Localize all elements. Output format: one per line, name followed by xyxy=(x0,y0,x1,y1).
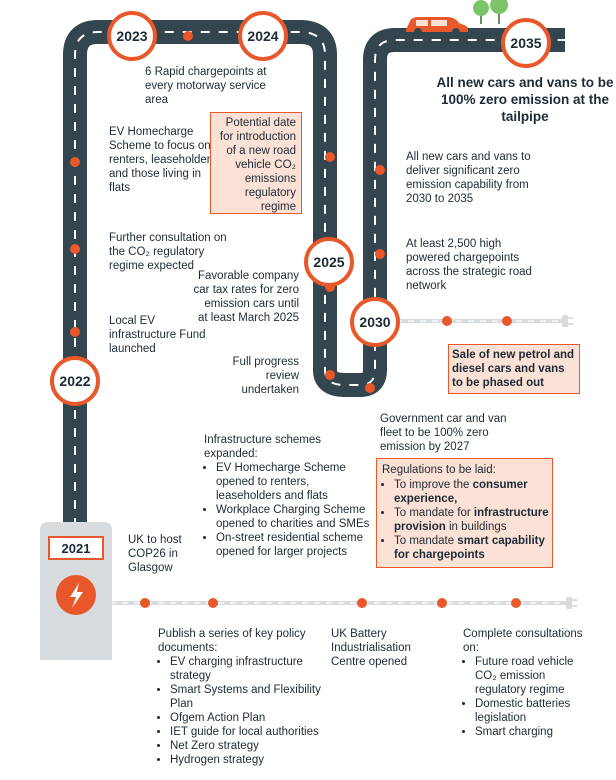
publish-item: Ofgem Action Plan xyxy=(170,711,338,725)
infra-schemes-title: Infrastructure schemes expanded: xyxy=(204,434,321,460)
publish-item: Net Zero strategy xyxy=(170,739,338,753)
regulation-item: To improve the consumer experience, xyxy=(394,478,550,506)
infra-scheme-item: On-street residential scheme opened for … xyxy=(216,531,374,559)
year-badge-2025: 2025 xyxy=(304,237,354,287)
publish-item: Smart Systems and Flexibility Plan xyxy=(170,683,338,711)
publish-title: Publish a series of key policy documents… xyxy=(158,628,306,654)
complete-item: Domestic batteries legislation xyxy=(475,697,593,725)
infra-scheme-item: EV Homecharge Scheme opened to renters, … xyxy=(216,461,374,503)
rapid-chargepoints-text: 6 Rapid chargepoints at every motorway s… xyxy=(145,66,267,106)
year-badge-2035: 2035 xyxy=(501,18,551,68)
year-badge-2022: 2022 xyxy=(50,356,100,406)
year-badge-2024: 2024 xyxy=(238,11,288,61)
year-badge-2021: 2021 xyxy=(48,536,104,560)
tree-icon xyxy=(473,0,508,24)
cop26-text: UK to host COP26 in Glasgow xyxy=(128,534,182,574)
plug-icon xyxy=(562,315,573,327)
regulations-title: Regulations to be laid: xyxy=(382,464,496,476)
regulation-item: To mandate smart capability for chargepo… xyxy=(394,534,550,562)
infra-fund-text: Local EV infrastructure Fund launched xyxy=(109,315,206,355)
hp-chargepoints-text: At least 2,500 high powered chargepoints… xyxy=(406,238,532,292)
infra-schemes: Infrastructure schemes expanded: EV Home… xyxy=(204,433,374,559)
publish-documents: Publish a series of key policy documents… xyxy=(158,627,338,767)
phase-out-box xyxy=(448,344,580,394)
complete-consultations: Complete consultations on: Future road v… xyxy=(463,627,593,739)
homecharge-text: EV Homecharge Scheme to focus on renters… xyxy=(109,126,217,194)
regulations-box xyxy=(376,458,553,568)
potential-date-text: Potential date for introduction of a new… xyxy=(219,117,296,213)
car-icon xyxy=(406,17,468,36)
complete-item: Smart charging xyxy=(475,725,593,739)
publish-item: EV charging infrastructure strategy xyxy=(170,655,338,683)
regulations: Regulations to be laid: To improve the c… xyxy=(382,463,550,562)
milestone-dots xyxy=(70,31,521,608)
regulation-item: To mandate for infrastructure provision … xyxy=(394,506,550,534)
infra-scheme-item: Workplace Charging Scheme opened to char… xyxy=(216,503,374,531)
progress-review-text: Full progress review undertaken xyxy=(232,356,299,396)
year-badge-2030: 2030 xyxy=(350,297,400,347)
battery-centre-text: UK Battery Industrialisation Centre open… xyxy=(331,628,411,668)
complete-item: Future road vehicle CO₂ emission regulat… xyxy=(475,655,593,697)
publish-item: IET guide for local authorities xyxy=(170,725,338,739)
year-badge-2023: 2023 xyxy=(107,11,157,61)
complete-title: Complete consultations on: xyxy=(463,628,583,654)
company-car-text: Favorable company car tax rates for zero… xyxy=(193,270,299,324)
deliver-zero-emission-text: All new cars and vans to deliver signifi… xyxy=(406,151,531,205)
gov-fleet-text: Government car and van fleet to be 100% … xyxy=(380,413,507,453)
headline-2035: All new cars and vans to be 100% zero em… xyxy=(436,75,614,124)
phase-out-text: Sale of new petrol and diesel cars and v… xyxy=(452,349,575,389)
plug-icon xyxy=(566,597,577,609)
potential-date-box xyxy=(210,112,302,214)
consultation-text: Further consultation on the CO₂ regulato… xyxy=(109,232,227,272)
publish-item: Hydrogen strategy xyxy=(170,753,338,767)
